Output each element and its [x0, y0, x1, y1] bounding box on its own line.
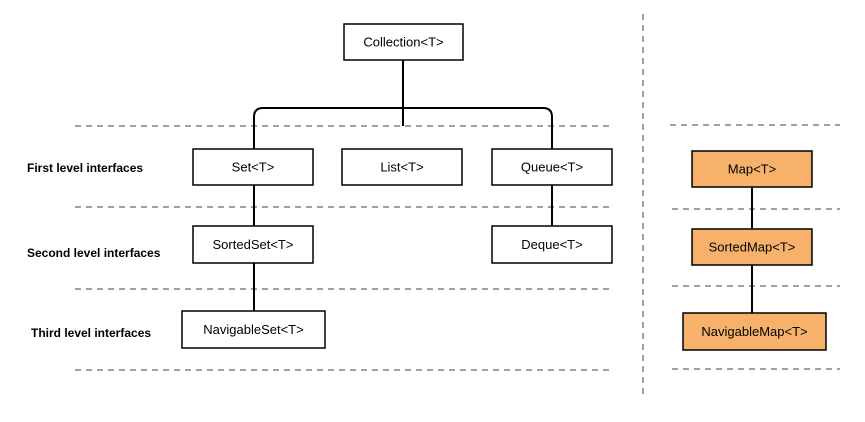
node-sortedset-label: SortedSet<T> — [213, 237, 294, 252]
level-label-third: Third level interfaces — [31, 326, 151, 340]
level-label-first: First level interfaces — [27, 161, 143, 175]
level-label-second: Second level interfaces — [27, 246, 161, 260]
node-map-label: Map<T> — [728, 162, 776, 177]
node-collection-label: Collection<T> — [363, 35, 443, 50]
node-navigableset: NavigableSet<T> — [181, 310, 326, 349]
node-sortedmap-label: SortedMap<T> — [709, 240, 796, 255]
connector-to-set — [253, 107, 403, 149]
node-list: List<T> — [341, 148, 463, 186]
node-map: Map<T> — [691, 150, 813, 188]
node-navigablemap-label: NavigableMap<T> — [701, 324, 807, 339]
node-deque: Deque<T> — [491, 225, 613, 264]
node-deque-label: Deque<T> — [521, 237, 582, 252]
node-sortedmap: SortedMap<T> — [691, 228, 813, 266]
node-sortedset: SortedSet<T> — [192, 225, 314, 264]
node-navigableset-label: NavigableSet<T> — [203, 322, 303, 337]
node-queue-label: Queue<T> — [521, 160, 583, 175]
node-set: Set<T> — [192, 148, 314, 186]
connector-to-queue — [403, 107, 553, 149]
node-list-label: List<T> — [380, 160, 423, 175]
node-collection: Collection<T> — [343, 23, 464, 61]
node-navigablemap: NavigableMap<T> — [682, 312, 827, 351]
node-set-label: Set<T> — [232, 160, 275, 175]
node-queue: Queue<T> — [491, 148, 613, 186]
